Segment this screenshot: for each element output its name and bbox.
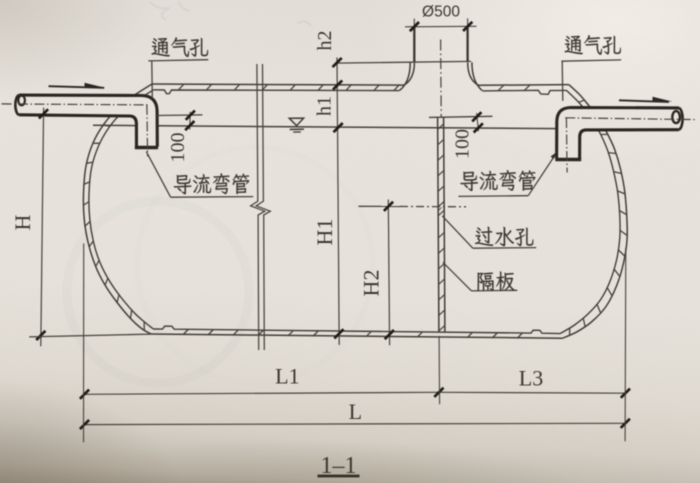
svg-text:H2: H2 [359, 270, 384, 297]
svg-text:100: 100 [167, 133, 189, 163]
svg-text:L1: L1 [275, 363, 299, 388]
svg-text:h1: h1 [314, 96, 336, 116]
svg-text:H: H [10, 214, 35, 230]
svg-text:1–1: 1–1 [321, 453, 357, 479]
svg-text:L3: L3 [519, 366, 543, 391]
svg-text:H1: H1 [312, 219, 337, 246]
svg-text:L: L [349, 399, 362, 424]
svg-text:Ø500: Ø500 [422, 4, 460, 21]
svg-text:h2: h2 [314, 31, 336, 51]
svg-text:100: 100 [451, 129, 473, 159]
